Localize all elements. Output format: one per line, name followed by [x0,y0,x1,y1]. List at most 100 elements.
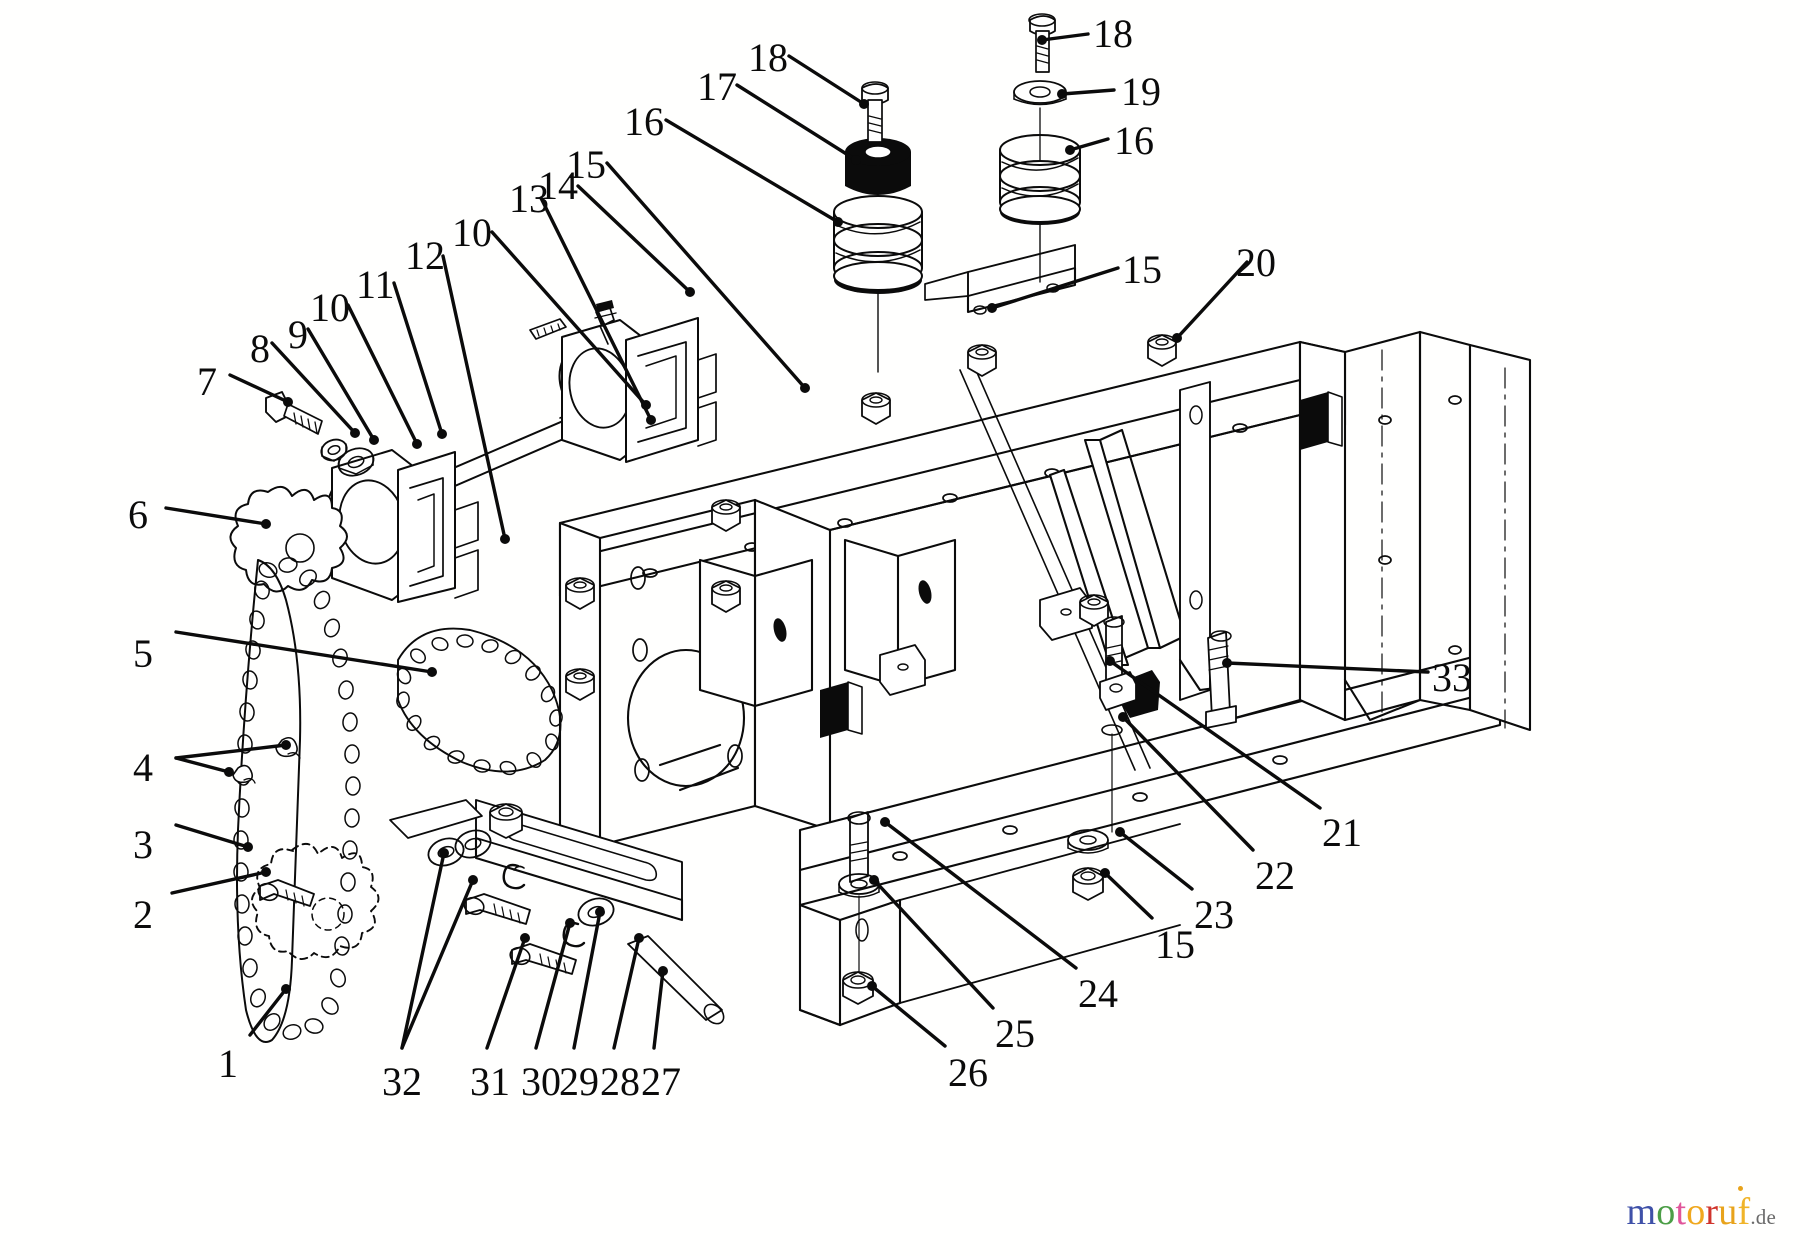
callout-number-18: 18 [748,35,788,80]
watermark-letter-2: t [1675,1191,1687,1233]
leader-endpoint-33 [1222,658,1232,668]
callout-number-30: 30 [521,1059,561,1104]
callout-number-9: 9 [288,312,308,357]
callout-number-28: 28 [600,1059,640,1104]
leader-line-15 [605,161,807,390]
callout-number-11: 11 [356,262,395,307]
callout-number-6: 6 [128,492,148,537]
leader-endpoint-1 [281,984,291,994]
leader-endpoint-9 [369,435,379,445]
drive-chain-left [233,557,361,1043]
leader-endpoint-15c [1100,868,1110,878]
leader-endpoint-30 [565,918,575,928]
callout-number-3: 3 [133,822,153,867]
drive-chain-right [396,627,563,776]
leader-endpoint-29 [595,907,605,917]
leader-line-33 [1225,661,1430,674]
watermark-letter-6: f [1737,1191,1751,1233]
leader-line-18 [787,54,866,106]
leader-endpoint-31 [520,933,530,943]
callout-number-12: 12 [405,233,445,278]
leader-endpoint-16b [1065,145,1075,155]
leader-line-24 [883,820,1078,970]
leader-line-17 [735,83,858,162]
callout-number-17: 17 [697,64,737,109]
leader-line-5 [174,630,434,674]
leader-line-6 [164,506,268,526]
leader-line-4 [174,743,288,760]
leader-endpoint-17 [851,155,861,165]
leader-endpoint-11 [437,429,447,439]
leader-line-32 [400,851,446,1050]
callout-number-15: 15 [566,142,606,187]
callout-number-26: 26 [948,1050,988,1095]
leader-line-12 [441,254,507,541]
leader-endpoint-10 [412,439,422,449]
leader-line-15b [990,266,1120,310]
leader-endpoint-15b [987,303,997,313]
leader-endpoint-15 [800,383,810,393]
callout-number-2: 2 [133,892,153,937]
leader-endpoint-27 [658,966,668,976]
leader-endpoint-16 [833,217,843,227]
leader-endpoint-24 [880,817,890,827]
leader-endpoint-14 [685,287,695,297]
leader-line-30 [534,921,572,1050]
leader-line-18b [1040,32,1090,42]
leader-line-10b [490,230,648,407]
leader-endpoint-19 [1057,89,1067,99]
callout-number-13: 13 [509,176,549,221]
bottom-left-hardware [257,799,725,1025]
callout-number-19: 19 [1121,69,1161,114]
callout-number-29: 29 [559,1059,599,1104]
callout-number-4: 4 [133,745,153,790]
leader-line-29 [572,910,602,1050]
watermark-suffix: .de [1750,1205,1776,1229]
callout-number-16b: 16 [1114,118,1154,163]
leader-endpoint-5 [427,667,437,677]
leader-line-1 [248,987,288,1037]
leader-endpoint-4b [224,767,234,777]
watermark-letter-5: u [1718,1191,1738,1233]
leader-endpoint-18 [859,99,869,109]
watermark-letter-1: o [1656,1191,1676,1233]
leader-endpoint-21 [1105,656,1115,666]
leader-endpoint-32b [468,875,478,885]
hex-nuts-frame [565,334,1177,701]
callout-number-25: 25 [995,1011,1035,1056]
leader-endpoint-3 [243,842,253,852]
callout-number-32: 32 [382,1059,422,1104]
callout-number-27: 27 [641,1059,681,1104]
leader-line-21 [1108,659,1322,810]
callout-number-23: 23 [1194,892,1234,937]
leader-endpoint-8 [350,428,360,438]
leader-endpoint-6 [261,519,271,529]
leader-line-13 [539,196,653,422]
leader-line-25 [872,878,995,1010]
right-lower-hardware [1067,615,1237,901]
leader-endpoint-13 [646,415,656,425]
callout-number-8: 8 [250,326,270,371]
callout-number-10: 10 [310,285,350,330]
callout-number-21: 21 [1322,810,1362,855]
leader-endpoint-4 [281,740,291,750]
leader-endpoint-12 [500,534,510,544]
leader-endpoint-20 [1172,333,1182,343]
callout-number-24: 24 [1078,971,1118,1016]
leader-line-15c [1103,871,1154,920]
leader-line-23 [1118,830,1194,891]
callout-number-22: 22 [1255,853,1295,898]
leader-line-16b [1068,137,1110,152]
leader-line-28 [612,936,641,1050]
leader-line-7 [228,373,290,404]
motoruf-watermark: motoruf.de [1626,1186,1776,1234]
callout-number-33: 33 [1432,655,1472,700]
callout-number-20: 20 [1236,240,1276,285]
leader-line-9 [306,327,376,442]
leader-line-16 [664,118,840,224]
leader-line-22 [1121,715,1255,852]
leader-line-4b [174,756,231,774]
watermark-letter-3: o [1686,1191,1706,1233]
